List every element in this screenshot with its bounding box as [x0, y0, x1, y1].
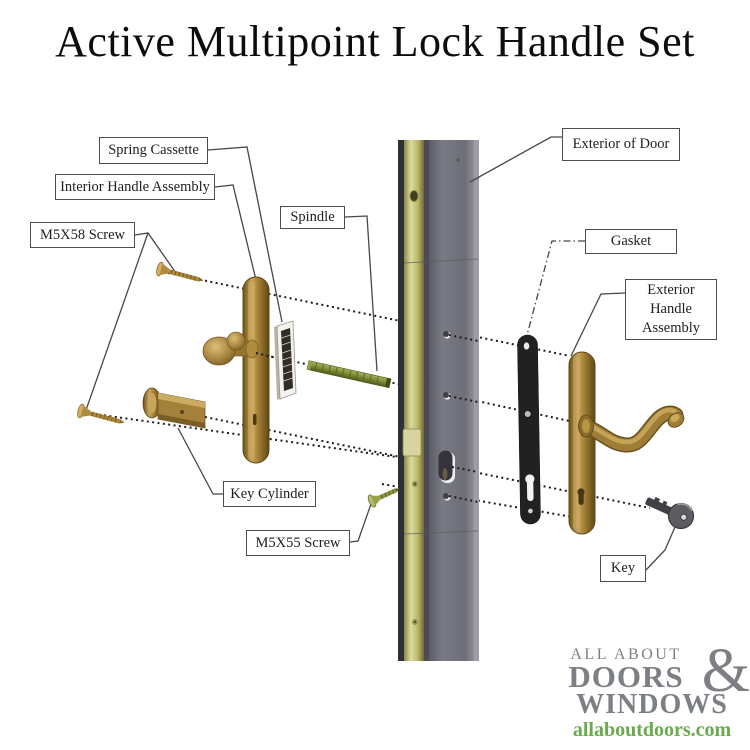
gasket-part — [517, 334, 541, 525]
m5x58-screw-top-part — [156, 261, 204, 282]
label-exterior-of-door: Exterior of Door — [562, 128, 680, 161]
label-gasket: Gasket — [585, 229, 677, 254]
spindle-part — [306, 360, 392, 389]
label-exterior-handle-assembly: Exterior Handle Assembly — [625, 279, 717, 340]
label-key: Key — [600, 555, 646, 582]
key-part — [645, 496, 695, 530]
label-key-cylinder: Key Cylinder — [223, 481, 316, 507]
exterior-handle-assembly-part — [568, 351, 685, 535]
label-m5x58-screw: M5X58 Screw — [30, 222, 135, 248]
latch-bolt — [402, 428, 422, 457]
key-cylinder-part — [142, 387, 206, 429]
logo-ampersand: & — [701, 637, 750, 705]
page-title: Active Multipoint Lock Handle Set — [55, 17, 695, 66]
m5x55-screw-part — [367, 488, 400, 508]
label-m5x55-screw: M5X55 Screw — [246, 530, 350, 556]
interior-knob — [202, 336, 236, 366]
door-screw-holes — [443, 331, 451, 501]
door-keyhole-cutout — [438, 450, 455, 483]
logo-doors-text: DOORS — [568, 659, 684, 694]
exterior-lever — [582, 405, 685, 453]
logo-top-text: ALL ABOUT — [570, 646, 682, 663]
label-spindle: Spindle — [280, 206, 345, 229]
label-interior-handle-assembly: Interior Handle Assembly — [55, 174, 215, 200]
logo-all-about-doors: ALL ABOUT & DOORS WINDOWS allaboutdoors.… — [556, 640, 750, 742]
interior-handle-assembly-part — [202, 276, 270, 464]
logo-website-url: allaboutdoors.com — [572, 719, 732, 741]
m5x58-screw-bottom-part — [77, 403, 125, 424]
spring-cassette-part — [274, 320, 297, 400]
label-leader-lines — [85, 136, 676, 571]
label-spring-cassette: Spring Cassette — [99, 137, 208, 164]
door-panel — [398, 140, 479, 661]
logo-windows-text: WINDOWS — [576, 689, 728, 720]
faceplate-hole — [409, 190, 419, 202]
